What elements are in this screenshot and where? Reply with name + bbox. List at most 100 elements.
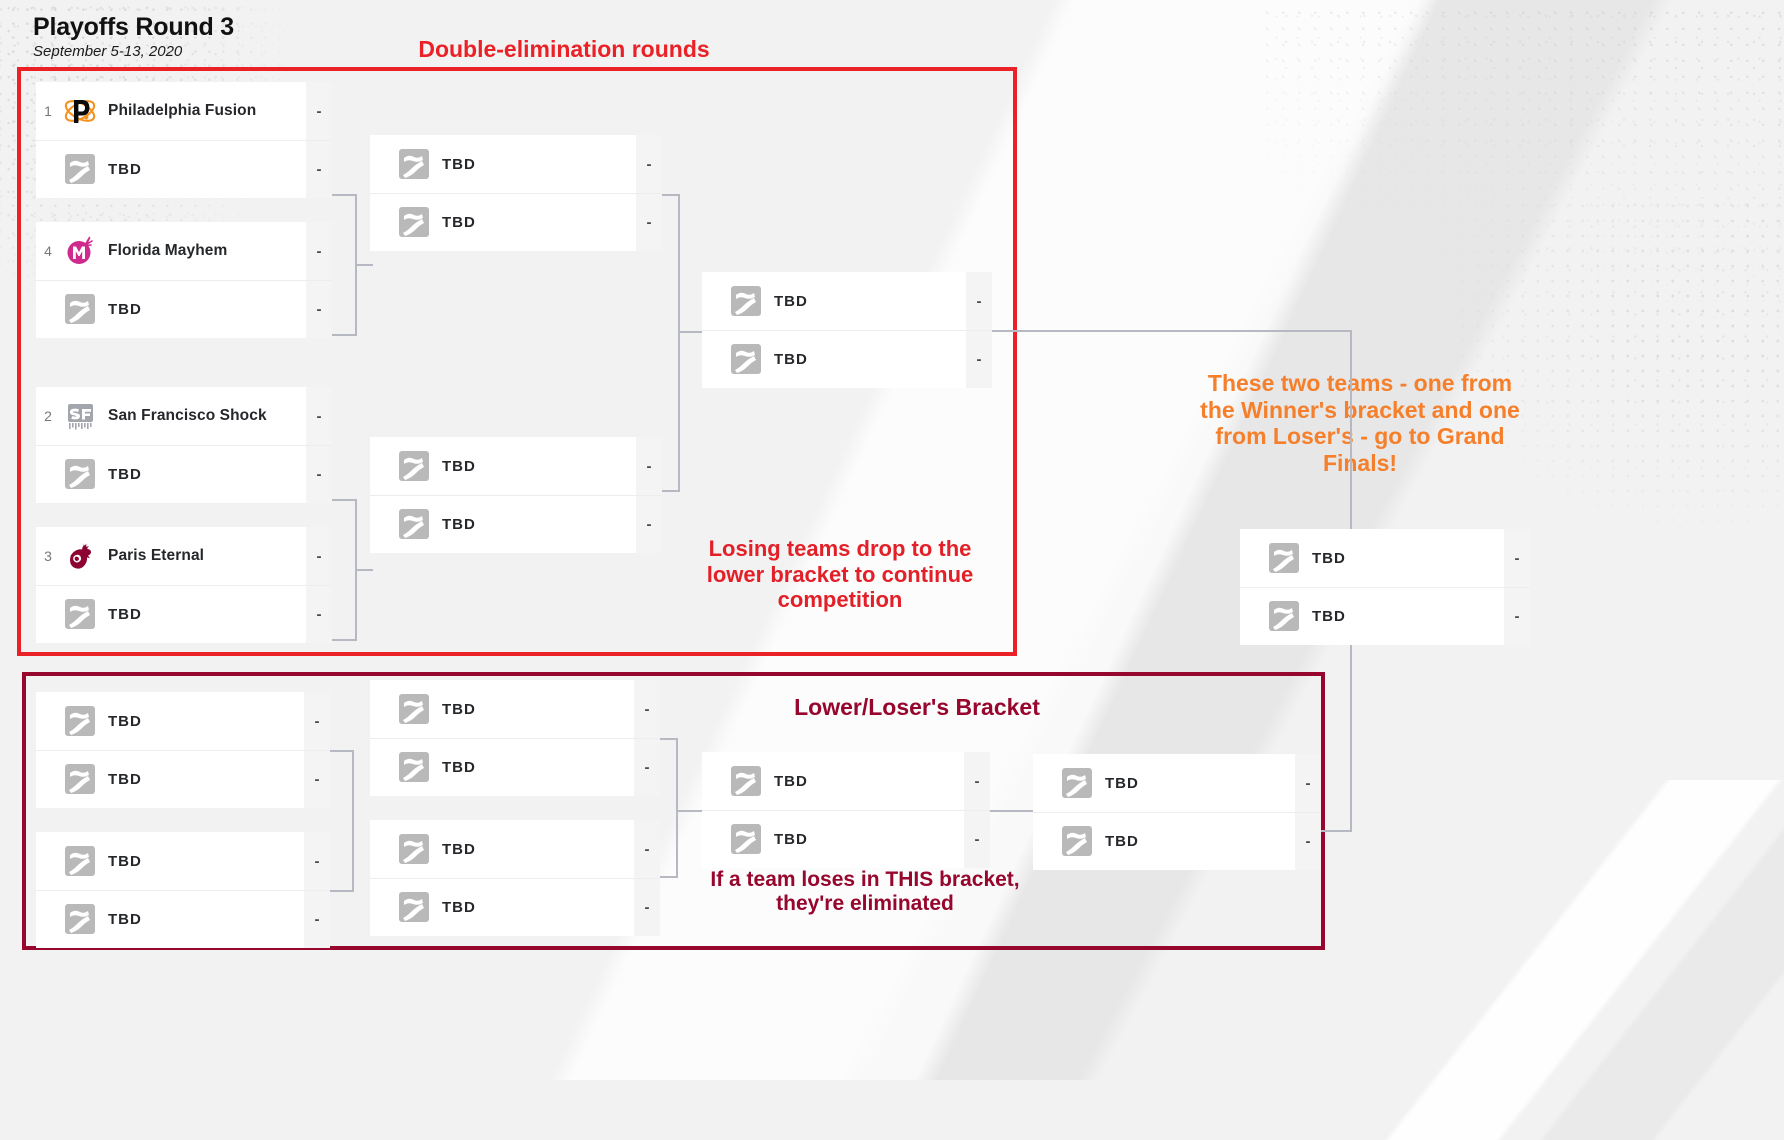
seed-number: 3 [44, 548, 52, 564]
background-speckle-middle-right [1444, 200, 1784, 530]
match-ub-r1-m3[interactable]: 2 San Francisco Shock - [36, 387, 332, 503]
match-ub-r1-m1[interactable]: 1 Philadelphia Fusion - TBD - [36, 82, 332, 198]
match-row[interactable]: TBD - [370, 193, 662, 251]
connector-ub-r2-vertical [678, 194, 680, 491]
score-cell: - [1295, 813, 1321, 870]
score-cell: - [964, 811, 990, 868]
match-row[interactable]: 4 Florida Mayhem - [36, 222, 332, 280]
score-cell: - [304, 832, 330, 890]
tbd-placeholder-logo-icon [396, 693, 432, 726]
match-row[interactable]: TBD - [370, 495, 662, 553]
connector-lb-r1-m2-out [330, 890, 354, 892]
team-name: TBD [108, 852, 142, 870]
connector-ub-r2-m2-out [662, 490, 680, 492]
tbd-placeholder-logo-icon [396, 751, 432, 784]
annotation-eliminated: If a team loses in THIS bracket, they're… [710, 868, 1020, 916]
score-cell: - [306, 446, 332, 503]
team-name: TBD [108, 161, 142, 178]
team-name: TBD [1312, 549, 1346, 567]
match-row[interactable]: TBD - [36, 692, 330, 750]
tbd-placeholder-logo-icon [62, 903, 98, 936]
match-row[interactable]: TBD - [370, 738, 660, 796]
connector-ub-r1-m3-m4-vertical [355, 499, 357, 641]
match-row[interactable]: TBD - [1240, 587, 1530, 645]
tbd-placeholder-logo-icon [728, 343, 764, 376]
tbd-placeholder-logo-icon [62, 293, 98, 326]
connector-ub-r3-in [678, 331, 704, 333]
score-cell: - [634, 739, 660, 796]
match-row[interactable]: TBD - [36, 890, 330, 948]
match-row[interactable]: TBD - [702, 272, 992, 330]
tbd-placeholder-logo-icon [396, 508, 432, 541]
team-name: TBD [442, 457, 476, 475]
tbd-placeholder-logo-icon [62, 845, 98, 878]
match-ub-r2-m2[interactable]: TBD - TBD - [370, 437, 662, 553]
tbd-placeholder-logo-icon [1059, 767, 1095, 800]
match-grand-finals[interactable]: TBD - TBD - [1240, 529, 1530, 645]
team-name: TBD [108, 712, 142, 730]
seed-number: 1 [44, 103, 52, 119]
page-title: Playoffs Round 3 [33, 13, 234, 41]
team-name: TBD [1312, 608, 1346, 625]
match-row[interactable]: TBD - [702, 752, 990, 810]
team-name: TBD [442, 899, 476, 916]
team-name: Florida Mayhem [108, 242, 228, 259]
team-name: TBD [108, 771, 142, 788]
match-row[interactable]: TBD - [370, 437, 662, 495]
tbd-placeholder-logo-icon [1266, 600, 1302, 633]
match-lb-r1-m1[interactable]: TBD - TBD - [36, 692, 330, 808]
match-row[interactable]: TBD - [1033, 812, 1321, 870]
philadelphia-fusion-logo-icon [62, 95, 98, 128]
match-row[interactable]: TBD - [1033, 754, 1321, 812]
match-row[interactable]: 1 Philadelphia Fusion - [36, 82, 332, 140]
florida-mayhem-logo-icon [62, 235, 98, 268]
tbd-placeholder-logo-icon [396, 148, 432, 181]
team-name: Philadelphia Fusion [108, 102, 257, 119]
page-header: Playoffs Round 3 September 5-13, 2020 [33, 12, 234, 60]
score-cell: - [634, 820, 660, 878]
tbd-placeholder-logo-icon [396, 833, 432, 866]
match-lb-r2-m1[interactable]: TBD - TBD - [370, 680, 660, 796]
score-cell: - [634, 879, 660, 936]
match-row[interactable]: TBD - [370, 135, 662, 193]
annotation-lower-bracket-title: Lower/Loser's Bracket [794, 694, 1040, 720]
match-row[interactable]: TBD - [36, 832, 330, 890]
match-row[interactable]: TBD - [36, 445, 332, 503]
team-name: San Francisco Shock [108, 407, 267, 424]
match-row[interactable]: 3 Paris Eternal - [36, 527, 332, 585]
match-row[interactable]: TBD - [370, 820, 660, 878]
page-subtitle-date: September 5-13, 2020 [33, 43, 183, 60]
connector-ub-final-out [992, 330, 1352, 332]
score-cell: - [634, 680, 660, 738]
tbd-placeholder-logo-icon [396, 891, 432, 924]
team-name: TBD [442, 700, 476, 718]
score-cell: - [306, 281, 332, 338]
connector-lb-r2-m1-out [660, 738, 678, 740]
match-row[interactable]: 2 San Francisco Shock - [36, 387, 332, 445]
match-row[interactable]: TBD - [36, 280, 332, 338]
match-row[interactable]: TBD - [702, 810, 990, 868]
team-name: TBD [774, 292, 808, 310]
match-row[interactable]: TBD - [1240, 529, 1530, 587]
connector-ub-r1-m2-out [332, 334, 357, 336]
match-row[interactable]: TBD - [36, 585, 332, 643]
match-ub-r1-m4[interactable]: 3 Paris Eternal - TBD - [36, 527, 332, 643]
team-name: TBD [774, 772, 808, 790]
match-ub-r2-m1[interactable]: TBD - TBD - [370, 135, 662, 251]
match-row[interactable]: TBD - [36, 140, 332, 198]
annotation-double-elimination: Double-elimination rounds [418, 36, 710, 62]
match-row[interactable]: TBD - [370, 680, 660, 738]
match-lb-r1-m2[interactable]: TBD - TBD - [36, 832, 330, 948]
match-lb-r3-m1[interactable]: TBD - TBD - [702, 752, 990, 868]
connector-ub-r1-m3-out [332, 499, 357, 501]
match-ub-r1-m2[interactable]: 4 Florida Mayhem - TBD - [36, 222, 332, 338]
tbd-placeholder-logo-icon [396, 450, 432, 483]
match-row[interactable]: TBD - [702, 330, 992, 388]
match-lb-r2-m2[interactable]: TBD - TBD - [370, 820, 660, 936]
tbd-placeholder-logo-icon [62, 763, 98, 796]
match-lb-r4-m1[interactable]: TBD - TBD - [1033, 754, 1321, 870]
match-row[interactable]: TBD - [36, 750, 330, 808]
connector-lb-r2-vertical [676, 738, 678, 877]
match-ub-r3-m1[interactable]: TBD - TBD - [702, 272, 992, 388]
match-row[interactable]: TBD - [370, 878, 660, 936]
